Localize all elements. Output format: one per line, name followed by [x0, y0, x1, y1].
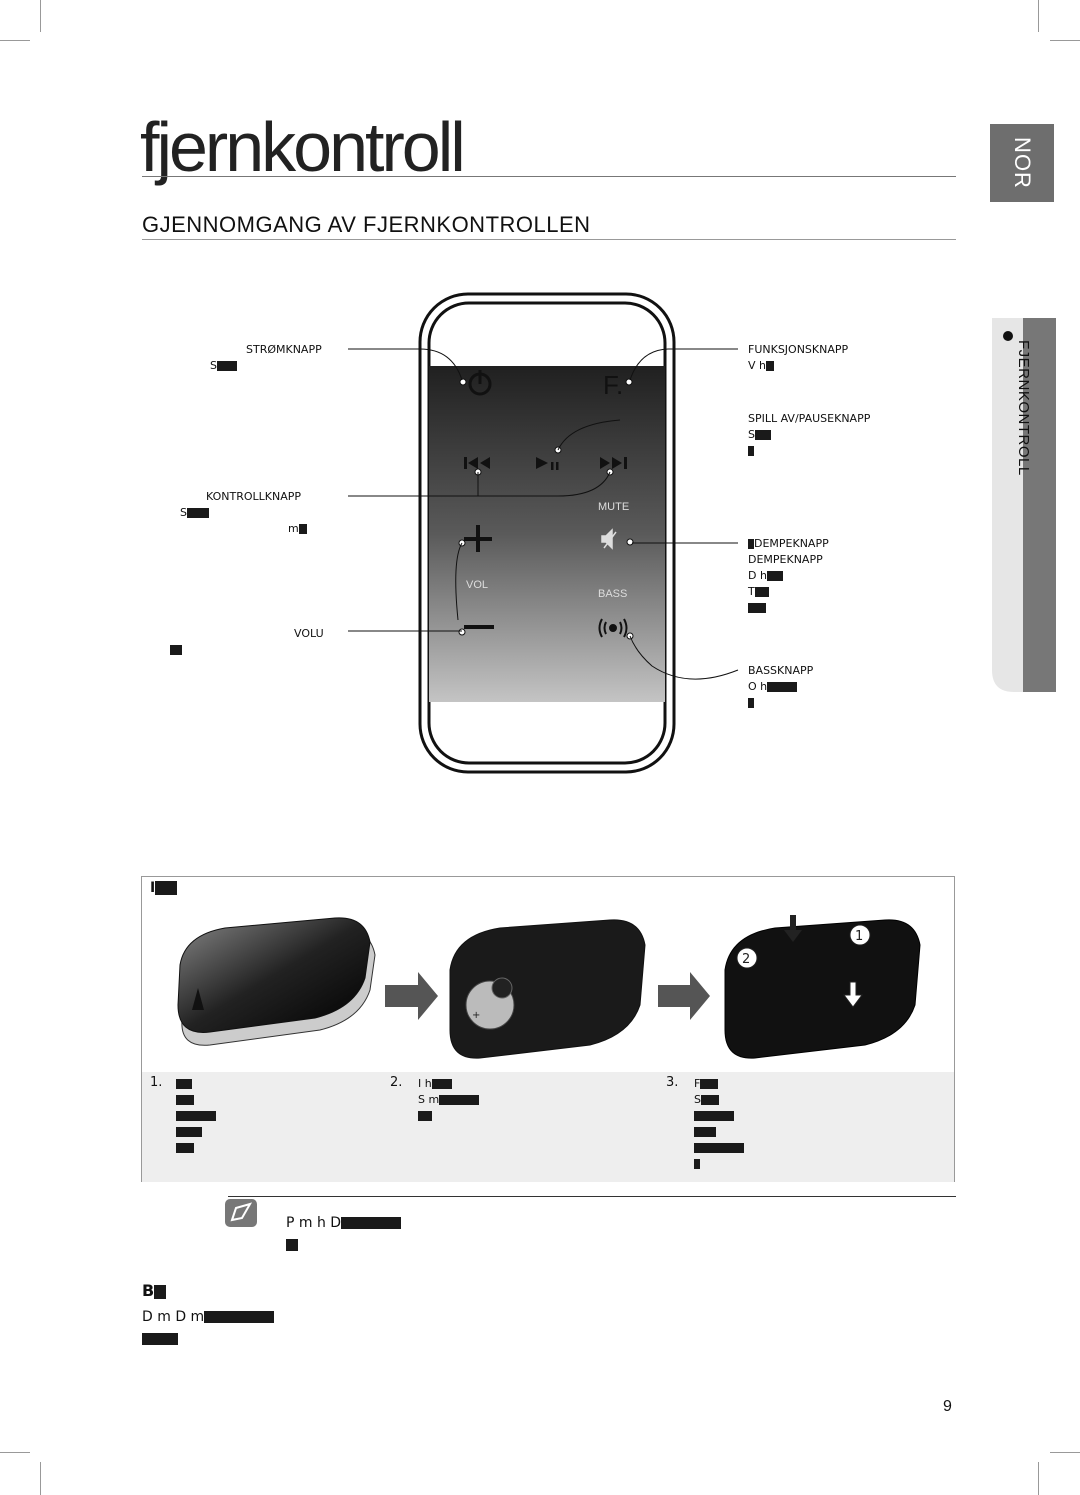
callout-mute: DEMPEKNAPP DEMPEKNAPP D h T: [748, 536, 829, 616]
callout-volume: VOLU: [170, 626, 324, 658]
callout-power-text: S: [210, 359, 217, 372]
callout-lines: [348, 348, 739, 680]
heading-rule: [142, 239, 956, 240]
vol-label: VOL: [466, 579, 488, 591]
callout-power: STRØMKNAPP S: [210, 342, 322, 374]
note-rule: [228, 1196, 956, 1197]
note-text: P m h D: [286, 1212, 402, 1256]
bass-icon: [598, 618, 628, 638]
svg-text:2: 2: [742, 952, 750, 967]
prev-icon: [464, 457, 490, 469]
arrow-icon: [385, 972, 438, 1020]
title-rule: [142, 176, 956, 177]
remote-open-step1: [177, 917, 376, 1046]
callout-play-pause-title: SPILL AV/PAUSEKNAPP: [748, 412, 871, 425]
battery-step-1-text: [176, 1076, 216, 1156]
callout-bass-text: O h: [748, 680, 768, 693]
battery-step-3-text: F S: [694, 1076, 744, 1172]
step-number: 1.: [150, 1075, 163, 1090]
remote-close-step3: 1 2: [724, 915, 921, 1059]
callout-mute-title: DEMPEKNAPP: [754, 537, 829, 550]
language-tab: NOR: [990, 124, 1054, 202]
arrow-icon: [658, 972, 710, 1020]
callout-control-text: S: [180, 506, 187, 519]
crop-mark: [0, 40, 30, 41]
crop-mark: [40, 0, 41, 32]
bass-label: BASS: [598, 588, 627, 600]
callout-power-title: STRØMKNAPP: [246, 343, 322, 356]
callout-function-title: FUNKSJONSKNAPP: [748, 343, 849, 356]
bottom-heading-text: B: [142, 1281, 155, 1300]
callout-mute-text: D h: [748, 569, 767, 582]
bottom-paragraph: D m D m: [142, 1306, 275, 1350]
crop-mark: [0, 1452, 30, 1453]
step-text: F: [694, 1077, 701, 1090]
function-button-label: F.: [603, 370, 623, 400]
step-text: I h: [418, 1077, 432, 1090]
battery-step-2: 2.: [390, 1075, 402, 1091]
callout-mute-text2: T: [748, 585, 755, 598]
crop-mark: [1038, 1462, 1039, 1495]
bottom-heading: B: [142, 1281, 167, 1300]
battery-step-3: 3.: [666, 1075, 678, 1091]
mute-icon: [601, 528, 617, 550]
remote-control: F. MUTE VOL BASS: [418, 292, 676, 774]
note-icon: [225, 1199, 257, 1227]
side-tab: [992, 318, 1056, 692]
callout-control: KONTROLLKNAPP S m: [180, 489, 307, 537]
crop-mark: [1050, 1452, 1080, 1453]
svg-text:1: 1: [855, 929, 863, 944]
section-heading: GJENNOMGANG AV FJERNKONTROLLEN: [142, 212, 591, 237]
note-line: P m h D: [286, 1215, 342, 1231]
page-title: fjernkontroll: [140, 108, 466, 186]
svg-text:+: +: [472, 1010, 480, 1021]
page-number: 9: [943, 1398, 952, 1415]
step-number: 2.: [390, 1075, 403, 1090]
mute-label: MUTE: [598, 501, 629, 513]
crop-mark: [1038, 0, 1039, 32]
next-icon: [600, 457, 627, 469]
step-number: 3.: [666, 1075, 679, 1090]
crop-mark: [40, 1462, 41, 1495]
battery-title-text: I: [150, 880, 156, 896]
bottom-line: D m D m: [142, 1309, 205, 1325]
play-pause-icon: [536, 457, 559, 470]
callout-function-text: V h: [748, 359, 766, 372]
callout-bass-title: BASSKNAPP: [748, 664, 814, 677]
battery-steps-bar: [142, 1072, 954, 1182]
callout-control-text2: m: [288, 522, 299, 535]
battery-step-1: 1.: [150, 1075, 162, 1091]
callout-function: FUNKSJONSKNAPP V h: [748, 342, 848, 374]
step-text: S m: [418, 1093, 440, 1106]
crop-mark: [1050, 40, 1080, 41]
callout-play-pause-text: S: [748, 428, 755, 441]
remote-battery-step2: +: [449, 919, 646, 1059]
battery-illustrations: + 1 2: [177, 915, 921, 1059]
callout-volume-title: VOLU: [294, 627, 324, 640]
callout-play-pause: SPILL AV/PAUSEKNAPP S: [748, 411, 870, 459]
callout-control-title: KONTROLLKNAPP: [206, 490, 302, 503]
battery-title: I: [150, 880, 178, 896]
battery-step-2-text: I h S m: [418, 1076, 480, 1124]
step-text: S: [694, 1093, 701, 1106]
volume-up-icon: [464, 525, 492, 552]
callout-bass: BASSKNAPP O h: [748, 663, 813, 711]
callout-mute-subtitle: DEMPEKNAPP: [748, 553, 823, 566]
